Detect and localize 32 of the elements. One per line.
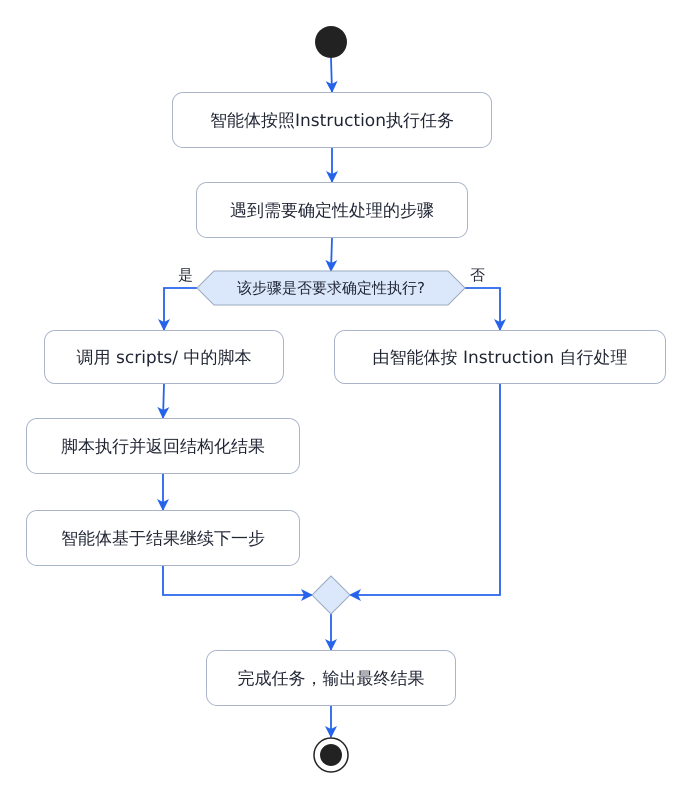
node-label: 脚本执行并返回结构化结果 (61, 436, 265, 458)
process-box (172, 92, 492, 148)
arrow (158, 287, 197, 331)
arrow (465, 287, 506, 331)
arrow (157, 474, 169, 511)
process-box (26, 418, 300, 474)
node-label: 调用 scripts/ 中的脚本 (76, 346, 252, 368)
node-label: 遇到需要确定性处理的步骤 (230, 200, 434, 222)
node-label: 智能体按照Instruction执行任务 (210, 110, 454, 132)
arrow (325, 238, 338, 272)
merge-diamond (312, 576, 350, 614)
node-label: 智能体基于结果继续下一步 (61, 528, 265, 550)
arrow (325, 614, 337, 651)
node-label: 完成任务，输出最终结果 (238, 668, 424, 690)
process-box (334, 330, 666, 384)
node-label: 该步骤是否要求确定性执行? (237, 278, 425, 298)
process-box (196, 182, 468, 238)
edge-label: 是 (177, 266, 194, 284)
decision-hexagon (197, 271, 465, 305)
process-box (44, 330, 284, 384)
arrow (157, 384, 170, 419)
edge-label: 否 (469, 266, 486, 284)
arrow (326, 58, 338, 93)
arrow (325, 706, 337, 738)
arrow (349, 384, 501, 601)
process-box (26, 510, 300, 566)
arrow (326, 148, 338, 183)
start-node (315, 26, 347, 58)
arrow (162, 566, 313, 601)
end-node (313, 737, 349, 773)
process-box (206, 650, 456, 706)
node-label: 由智能体按 Instruction 自行处理 (372, 346, 628, 368)
